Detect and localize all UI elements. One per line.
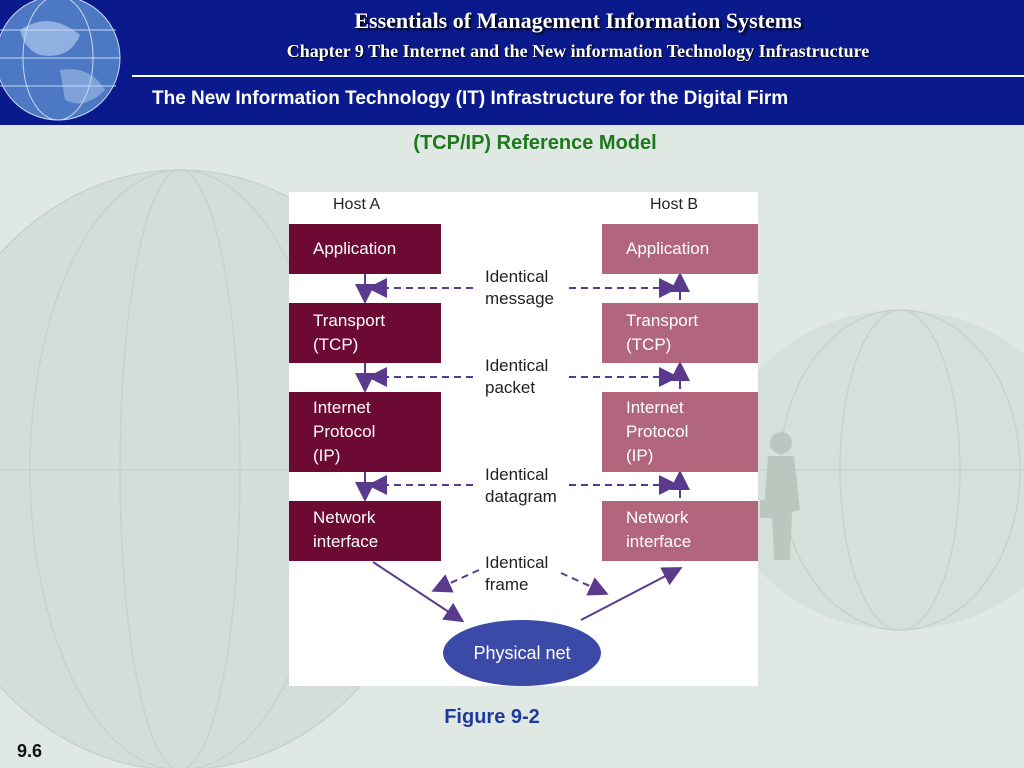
identical-message-label: Identical message bbox=[485, 266, 554, 310]
identical-packet-label: Identical packet bbox=[485, 355, 549, 399]
layer-label: Protocol bbox=[313, 422, 376, 441]
ident-line: packet bbox=[485, 378, 536, 397]
layer-label: Transport bbox=[626, 311, 699, 330]
host-b-transport-layer: Transport (TCP) bbox=[602, 303, 758, 363]
physical-net-node: Physical net bbox=[443, 620, 601, 686]
figure-caption: Figure 9-2 bbox=[444, 706, 540, 728]
identical-frame-label: Identical frame bbox=[485, 552, 549, 596]
figure-arrows bbox=[355, 272, 690, 623]
layer-label: Network bbox=[626, 508, 689, 527]
host-b-application-layer: Application bbox=[602, 224, 758, 274]
layer-label: Application bbox=[313, 239, 397, 258]
layer-label: Transport bbox=[313, 311, 386, 330]
identical-datagram-label: Identical datagram bbox=[485, 464, 557, 508]
host-a-application-layer: Application bbox=[289, 224, 441, 274]
host-a-transport-layer: Transport (TCP) bbox=[289, 303, 441, 363]
host-a-label: Host A bbox=[333, 196, 381, 213]
layer-label: Network bbox=[313, 508, 376, 527]
layer-label: interface bbox=[313, 532, 379, 551]
ident-line: message bbox=[485, 289, 554, 308]
layer-label: Protocol bbox=[626, 422, 689, 441]
layer-label: (IP) bbox=[313, 446, 341, 465]
section-title: The New Information Technology (IT) Infr… bbox=[152, 88, 789, 109]
tcp-ip-model-figure: Host A Host B Application Transport (TCP… bbox=[289, 192, 758, 686]
host-a-network-interface-layer: Network interface bbox=[289, 501, 441, 561]
host-b-network-interface-layer: Network interface bbox=[602, 501, 758, 561]
page-number: 9.6 bbox=[17, 741, 43, 761]
presentation-title: Essentials of Management Information Sys… bbox=[354, 8, 802, 33]
layer-label: Internet bbox=[626, 398, 684, 417]
ident-line: Identical bbox=[485, 465, 549, 484]
layer-label: (TCP) bbox=[313, 335, 359, 354]
layer-label: interface bbox=[626, 532, 692, 551]
globe-logo-icon bbox=[0, 0, 132, 123]
businessman-silhouette-icon bbox=[760, 432, 800, 560]
slide-heading: (TCP/IP) Reference Model bbox=[413, 132, 657, 154]
ident-line: datagram bbox=[485, 487, 557, 506]
ident-line: Identical bbox=[485, 356, 549, 375]
ident-line: frame bbox=[485, 575, 529, 594]
ident-line: Identical bbox=[485, 553, 549, 572]
section-bar bbox=[0, 75, 1024, 125]
layer-label: (IP) bbox=[626, 446, 654, 465]
layer-label: (TCP) bbox=[626, 335, 672, 354]
host-b-internet-protocol-layer: Internet Protocol (IP) bbox=[602, 392, 758, 472]
host-a-internet-protocol-layer: Internet Protocol (IP) bbox=[289, 392, 441, 472]
layer-label: Internet bbox=[313, 398, 371, 417]
header-banner bbox=[0, 0, 1024, 75]
ident-line: Identical bbox=[485, 267, 549, 286]
chapter-subtitle: Chapter 9 The Internet and the New infor… bbox=[286, 41, 870, 61]
host-b-label: Host B bbox=[650, 196, 699, 213]
layer-label: Application bbox=[626, 239, 710, 258]
